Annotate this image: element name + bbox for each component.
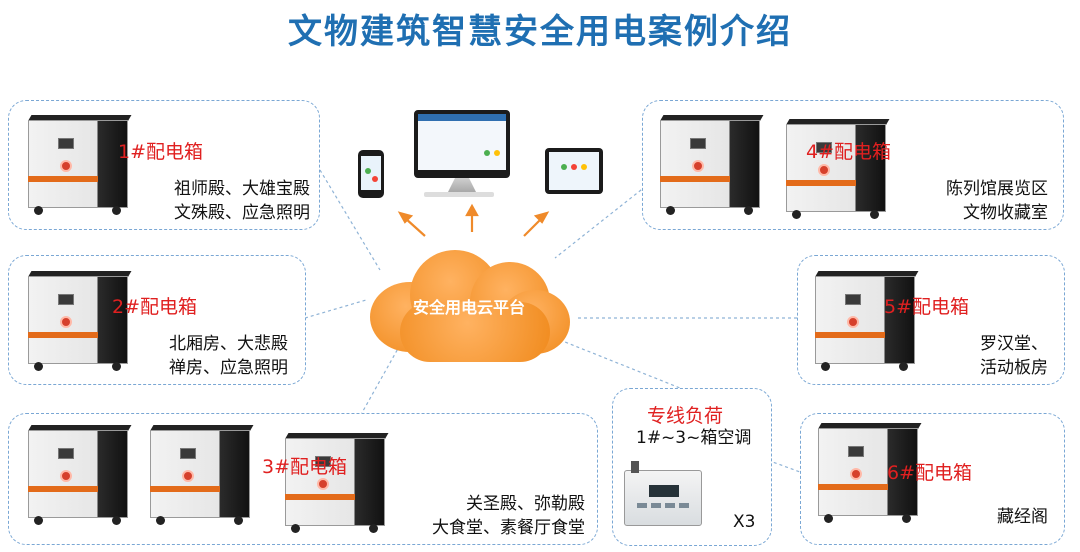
power-meter-icon	[624, 461, 702, 526]
distribution-box-icon	[660, 115, 764, 216]
box-label-4: 4#配电箱	[806, 141, 892, 163]
dedicated-count: X3	[733, 512, 756, 532]
cloud-platform-label: 安全用电云平台	[412, 298, 525, 317]
arrow-up-head	[465, 203, 479, 217]
dedicated-subtitle: 1#~3~箱空调	[636, 428, 752, 448]
link-1	[319, 169, 381, 271]
distribution-box-icon	[786, 119, 890, 220]
monitor-stand-icon	[448, 178, 476, 192]
distribution-box-icon	[28, 271, 132, 372]
distribution-box-icon	[285, 433, 389, 534]
box-label-1: 1#配电箱	[118, 141, 204, 163]
box-desc-6: 藏经阁	[997, 507, 1048, 527]
cloud-platform-icon	[360, 232, 578, 364]
box-desc-1: 祖师殿、大雄宝殿文殊殿、应急照明	[174, 179, 310, 223]
box-desc-5: 罗汉堂、活动板房	[980, 334, 1048, 378]
arrow-left	[404, 217, 426, 237]
arrow-right	[523, 217, 543, 237]
tablet-icon	[545, 148, 603, 194]
distribution-box-icon	[28, 115, 132, 216]
distribution-box-icon	[150, 425, 254, 526]
smartphone-icon	[358, 150, 384, 198]
arrow-left-head	[397, 211, 414, 224]
box-desc-3: 关圣殿、弥勒殿大食堂、素餐厅食堂	[432, 494, 585, 538]
distribution-box-icon	[815, 271, 919, 372]
link-4	[554, 174, 661, 259]
box-label-3: 3#配电箱	[262, 456, 348, 478]
distribution-box-icon	[818, 423, 922, 524]
box-desc-4: 陈列馆展览区文物收藏室	[946, 179, 1048, 223]
desktop-monitor-icon	[414, 110, 510, 178]
distribution-box-icon	[28, 425, 132, 526]
box-label-5: 5#配电箱	[884, 296, 970, 318]
keyboard-icon	[424, 192, 494, 197]
arrow-right-head	[533, 211, 550, 224]
box-label-2: 2#配电箱	[112, 296, 198, 318]
link-dedicated	[559, 339, 686, 391]
dedicated-title: 专线负荷	[647, 405, 724, 427]
box-desc-2: 北厢房、大悲殿禅房、应急照明	[169, 334, 288, 378]
link-2	[304, 299, 367, 319]
page-title: 文物建筑智慧安全用电案例介绍	[288, 12, 792, 52]
box-label-6: 6#配电箱	[887, 462, 973, 484]
